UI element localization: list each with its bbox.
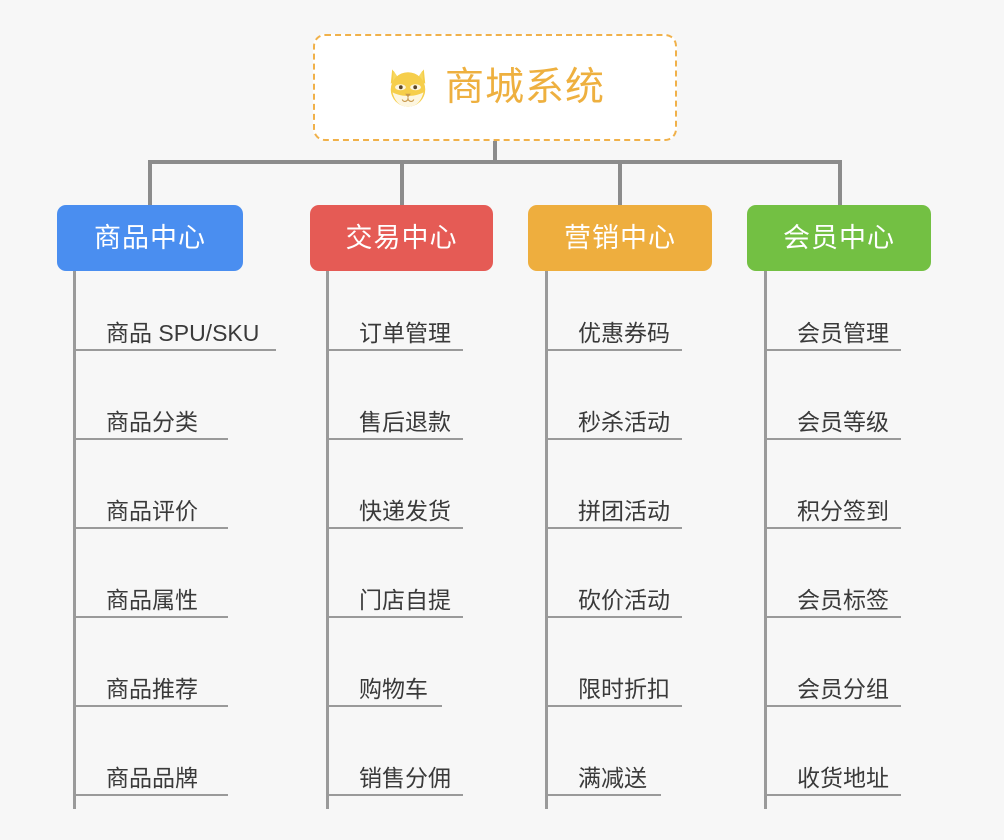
branch-spine-3 <box>764 271 767 809</box>
root-title: 商城系统 <box>444 66 605 109</box>
leaf-item[interactable]: 商品分类 <box>73 400 228 440</box>
connector-trunk <box>493 141 497 163</box>
leaf-item[interactable]: 秒杀活动 <box>545 400 682 440</box>
leaf-label: 商品品牌 <box>106 764 198 791</box>
root-node[interactable]: 商城系统 <box>313 34 677 141</box>
connector-drop-4 <box>838 160 842 207</box>
leaf-item[interactable]: 会员等级 <box>764 400 901 440</box>
leaf-label: 拼团活动 <box>578 497 670 524</box>
leaf-label: 商品 SPU/SKU <box>106 319 260 346</box>
branch-box-1[interactable]: 交易中心 <box>310 205 493 271</box>
connector-drop-2 <box>400 160 404 207</box>
branch-label: 商品中心 <box>94 222 206 253</box>
leaf-item[interactable]: 拼团活动 <box>545 489 682 529</box>
leaf-item[interactable]: 商品属性 <box>73 578 228 618</box>
leaf-label: 优惠券码 <box>578 319 670 346</box>
leaf-item[interactable]: 限时折扣 <box>545 667 682 707</box>
branch-box-2[interactable]: 营销中心 <box>528 205 712 271</box>
branch-label: 会员中心 <box>783 222 895 253</box>
leaf-label: 限时折扣 <box>578 675 670 702</box>
leaf-label: 快递发货 <box>359 497 451 524</box>
leaf-label: 商品分类 <box>106 408 198 435</box>
leaf-label: 满减送 <box>578 764 647 791</box>
leaf-label: 商品评价 <box>106 497 198 524</box>
branch-spine-1 <box>326 271 329 809</box>
leaf-label: 门店自提 <box>359 586 451 613</box>
branch-box-3[interactable]: 会员中心 <box>747 205 931 271</box>
leaf-item[interactable]: 销售分佣 <box>326 756 463 796</box>
dog-face-icon <box>390 68 426 108</box>
connector-drop-3 <box>618 160 622 207</box>
leaf-item[interactable]: 商品评价 <box>73 489 228 529</box>
branch-box-0[interactable]: 商品中心 <box>57 205 243 271</box>
leaf-label: 砍价活动 <box>578 586 670 613</box>
leaf-item[interactable]: 优惠券码 <box>545 311 682 351</box>
leaf-item[interactable]: 积分签到 <box>764 489 901 529</box>
branch-label: 交易中心 <box>345 222 458 253</box>
leaf-item[interactable]: 商品推荐 <box>73 667 228 707</box>
leaf-item[interactable]: 会员分组 <box>764 667 901 707</box>
leaf-item[interactable]: 会员管理 <box>764 311 901 351</box>
branch-spine-0 <box>73 271 76 809</box>
leaf-item[interactable]: 砍价活动 <box>545 578 682 618</box>
leaf-label: 会员管理 <box>797 319 889 346</box>
leaf-item[interactable]: 商品 SPU/SKU <box>73 311 276 351</box>
leaf-label: 订单管理 <box>359 319 451 346</box>
leaf-label: 销售分佣 <box>359 764 451 791</box>
leaf-item[interactable]: 会员标签 <box>764 578 901 618</box>
connector-drop-1 <box>148 160 152 207</box>
leaf-label: 会员标签 <box>797 586 889 613</box>
leaf-item[interactable]: 收货地址 <box>764 756 901 796</box>
leaf-label: 收货地址 <box>797 764 889 791</box>
leaf-label: 积分签到 <box>797 497 889 524</box>
leaf-label: 售后退款 <box>359 408 451 435</box>
leaf-item[interactable]: 满减送 <box>545 756 661 796</box>
leaf-label: 商品推荐 <box>106 675 198 702</box>
leaf-label: 购物车 <box>359 675 428 702</box>
branch-label: 营销中心 <box>564 222 676 253</box>
leaf-item[interactable]: 购物车 <box>326 667 442 707</box>
branch-spine-2 <box>545 271 548 809</box>
connector-horizontal-bar <box>148 160 842 164</box>
leaf-item[interactable]: 快递发货 <box>326 489 463 529</box>
leaf-item[interactable]: 商品品牌 <box>73 756 228 796</box>
leaf-label: 会员分组 <box>797 675 889 702</box>
leaf-item[interactable]: 门店自提 <box>326 578 463 618</box>
leaf-label: 商品属性 <box>106 586 198 613</box>
leaf-label: 会员等级 <box>797 408 889 435</box>
leaf-label: 秒杀活动 <box>578 408 670 435</box>
leaf-item[interactable]: 订单管理 <box>326 311 463 351</box>
leaf-item[interactable]: 售后退款 <box>326 400 463 440</box>
